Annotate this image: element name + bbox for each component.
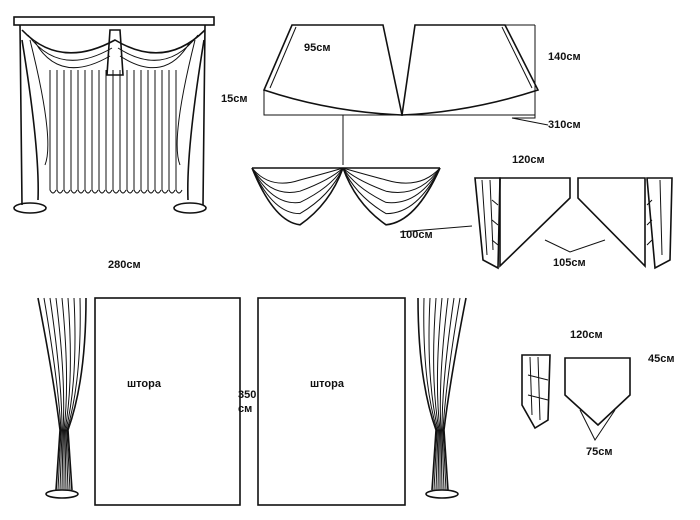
panel-right-label: штора xyxy=(310,378,345,390)
swag-drop-label: 15см xyxy=(221,93,248,105)
small-point-label: 75см xyxy=(586,446,613,458)
small-width-label: 120см xyxy=(570,329,603,341)
jabot-point-label: 105см xyxy=(553,257,586,269)
swag-height-label: 140см xyxy=(548,51,581,63)
small-jabot-pattern: 120см 45см 75см xyxy=(521,329,675,458)
curtain-width-label: 280см xyxy=(108,259,141,271)
small-height-label: 45см xyxy=(648,353,675,365)
swag-pattern: 95см 140см 15см 310см xyxy=(221,24,581,165)
tieback-curtain-left xyxy=(37,297,87,499)
curtain-ensemble-illustration xyxy=(13,16,215,214)
swag-total-label: 310см xyxy=(548,119,581,131)
swag-width-label: 95см xyxy=(304,42,331,54)
curtain-panel-right xyxy=(257,297,406,506)
jabot-width-label: 120см xyxy=(512,154,545,166)
swag-assembled xyxy=(251,167,441,226)
jabot-length-label: 100см xyxy=(400,229,433,241)
panel-height-value: 350 xyxy=(238,389,256,401)
panel-height-unit: см xyxy=(238,403,252,415)
jabot-pattern: 120см 100см 105см xyxy=(399,154,673,270)
panel-left-label: штора xyxy=(127,378,162,390)
tieback-curtain-right xyxy=(417,297,467,499)
curtain-panel-left xyxy=(94,297,241,506)
